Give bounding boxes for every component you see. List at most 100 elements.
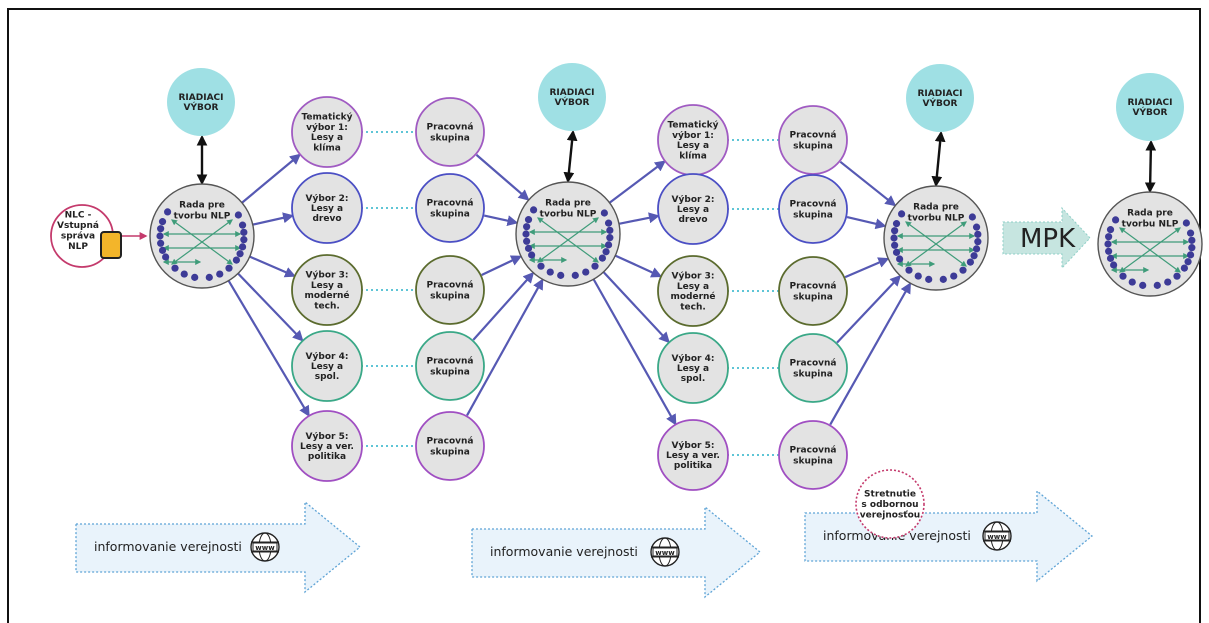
member-dot bbox=[205, 273, 213, 281]
globe-icon-text: www bbox=[655, 549, 675, 557]
member-dot bbox=[1188, 236, 1196, 244]
flow-arrow bbox=[618, 212, 660, 225]
working-group-label-line: skupina bbox=[793, 457, 833, 467]
member-dot bbox=[236, 250, 244, 258]
flow-arrow bbox=[614, 254, 663, 278]
globe-icon: www bbox=[250, 532, 280, 562]
member-dot bbox=[968, 213, 976, 221]
member-dot bbox=[1188, 244, 1196, 252]
meeting-label-line: verejnosťou bbox=[860, 511, 920, 521]
committee-label-line: tech. bbox=[680, 302, 706, 312]
flow-arrow bbox=[472, 271, 535, 341]
working-group-label-line: Pracovná bbox=[790, 282, 837, 292]
committee-label-line: Výbor 5: bbox=[306, 432, 349, 442]
working-group-label-line: Pracovná bbox=[427, 123, 474, 133]
committee-label-line: Výbor 2: bbox=[672, 195, 715, 205]
member-dot bbox=[598, 254, 607, 262]
globe-icon-text: www bbox=[255, 544, 275, 552]
steering-committee-label-line: RIADIACI bbox=[550, 88, 595, 98]
member-dot bbox=[970, 252, 978, 260]
working-group-label-line: Pracovná bbox=[427, 437, 474, 447]
member-dot bbox=[1184, 258, 1192, 266]
globe-icon-band bbox=[252, 542, 278, 552]
input-label-line: NLC - bbox=[65, 210, 92, 220]
committee-label-line: Tematický bbox=[301, 113, 352, 123]
committee-label-line: Lesy a bbox=[311, 362, 343, 372]
working-group-circle bbox=[415, 97, 485, 167]
member-dot bbox=[528, 251, 536, 259]
steering-committee-label-line: VÝBOR bbox=[555, 96, 590, 108]
inner-arrow bbox=[171, 219, 233, 265]
member-dot bbox=[225, 264, 233, 272]
committee-label-line: Lesy a ver. bbox=[666, 451, 720, 461]
info-arrow bbox=[471, 505, 762, 599]
info-label: informovanie verejnosti bbox=[94, 539, 242, 554]
committee-circle bbox=[291, 410, 363, 482]
member-dot bbox=[234, 211, 242, 219]
meeting-label-line: Stretnutie bbox=[864, 490, 916, 500]
flow-arrow bbox=[829, 282, 911, 426]
diagram-frame bbox=[7, 8, 1201, 623]
committee-circle bbox=[657, 173, 729, 245]
steering-committee-label-line: RIADIACI bbox=[179, 93, 224, 103]
member-dot bbox=[157, 239, 165, 247]
member-dot bbox=[582, 268, 590, 276]
council-4-inner bbox=[1104, 216, 1196, 289]
working-group-circle bbox=[415, 173, 485, 243]
member-dot bbox=[158, 246, 167, 254]
member-dot bbox=[606, 226, 614, 234]
working-group-label-line: Pracovná bbox=[427, 199, 474, 209]
committee-label-line: spol. bbox=[681, 374, 706, 384]
flow-arrow bbox=[475, 154, 530, 201]
member-dot bbox=[524, 244, 533, 252]
member-dot bbox=[557, 271, 565, 279]
flow-arrow bbox=[249, 255, 296, 278]
member-dot bbox=[191, 273, 199, 281]
member-dot bbox=[1164, 278, 1172, 286]
committee-label-line: Výbor 4: bbox=[306, 352, 349, 362]
member-dot bbox=[1119, 272, 1127, 280]
steering-committee-circle bbox=[167, 68, 235, 136]
committee-label-line: Lesy a bbox=[311, 281, 343, 291]
committee-circle bbox=[657, 255, 729, 327]
member-dot bbox=[571, 271, 579, 279]
flow-arrow bbox=[227, 280, 310, 417]
member-dot bbox=[897, 210, 906, 218]
member-dot bbox=[950, 272, 958, 280]
member-dot bbox=[163, 208, 172, 216]
council-1-label-line: tvorbu NLP bbox=[174, 212, 231, 222]
working-group-circle bbox=[778, 333, 848, 403]
member-dot bbox=[537, 262, 545, 270]
member-dot bbox=[240, 228, 248, 236]
working-group-label-line: Pracovná bbox=[790, 446, 837, 456]
committee-circle bbox=[657, 419, 729, 491]
council-2-inner bbox=[522, 206, 614, 279]
member-dot bbox=[171, 264, 179, 272]
committee-label-line: Lesy a bbox=[677, 282, 709, 292]
committee-label-line: Výbor 2: bbox=[306, 194, 349, 204]
member-dot bbox=[591, 262, 599, 270]
steering-committee-label-line: RIADIACI bbox=[1128, 98, 1173, 108]
working-group-label-line: Pracovná bbox=[790, 200, 837, 210]
committee-label-line: drevo bbox=[312, 214, 341, 224]
input-label-line: Vstupná bbox=[57, 221, 99, 231]
working-group-circle bbox=[415, 255, 485, 325]
member-dot bbox=[157, 225, 165, 233]
member-dot bbox=[162, 253, 170, 261]
committee-label-line: výbor 1: bbox=[672, 131, 714, 141]
committee-label-line: Tematický bbox=[667, 121, 718, 131]
member-dot bbox=[240, 236, 248, 244]
flow-arrow bbox=[592, 278, 677, 426]
working-group-label-line: skupina bbox=[793, 211, 833, 221]
member-dot bbox=[891, 227, 899, 235]
member-dot bbox=[896, 255, 904, 263]
committee-label-line: Lesy a bbox=[311, 204, 343, 214]
council-1-inner bbox=[156, 208, 248, 281]
member-dot bbox=[974, 238, 982, 246]
steering-committee-circle bbox=[906, 64, 974, 132]
committee-circle bbox=[291, 172, 363, 244]
member-dot bbox=[546, 268, 554, 276]
working-group-circle bbox=[778, 420, 848, 490]
